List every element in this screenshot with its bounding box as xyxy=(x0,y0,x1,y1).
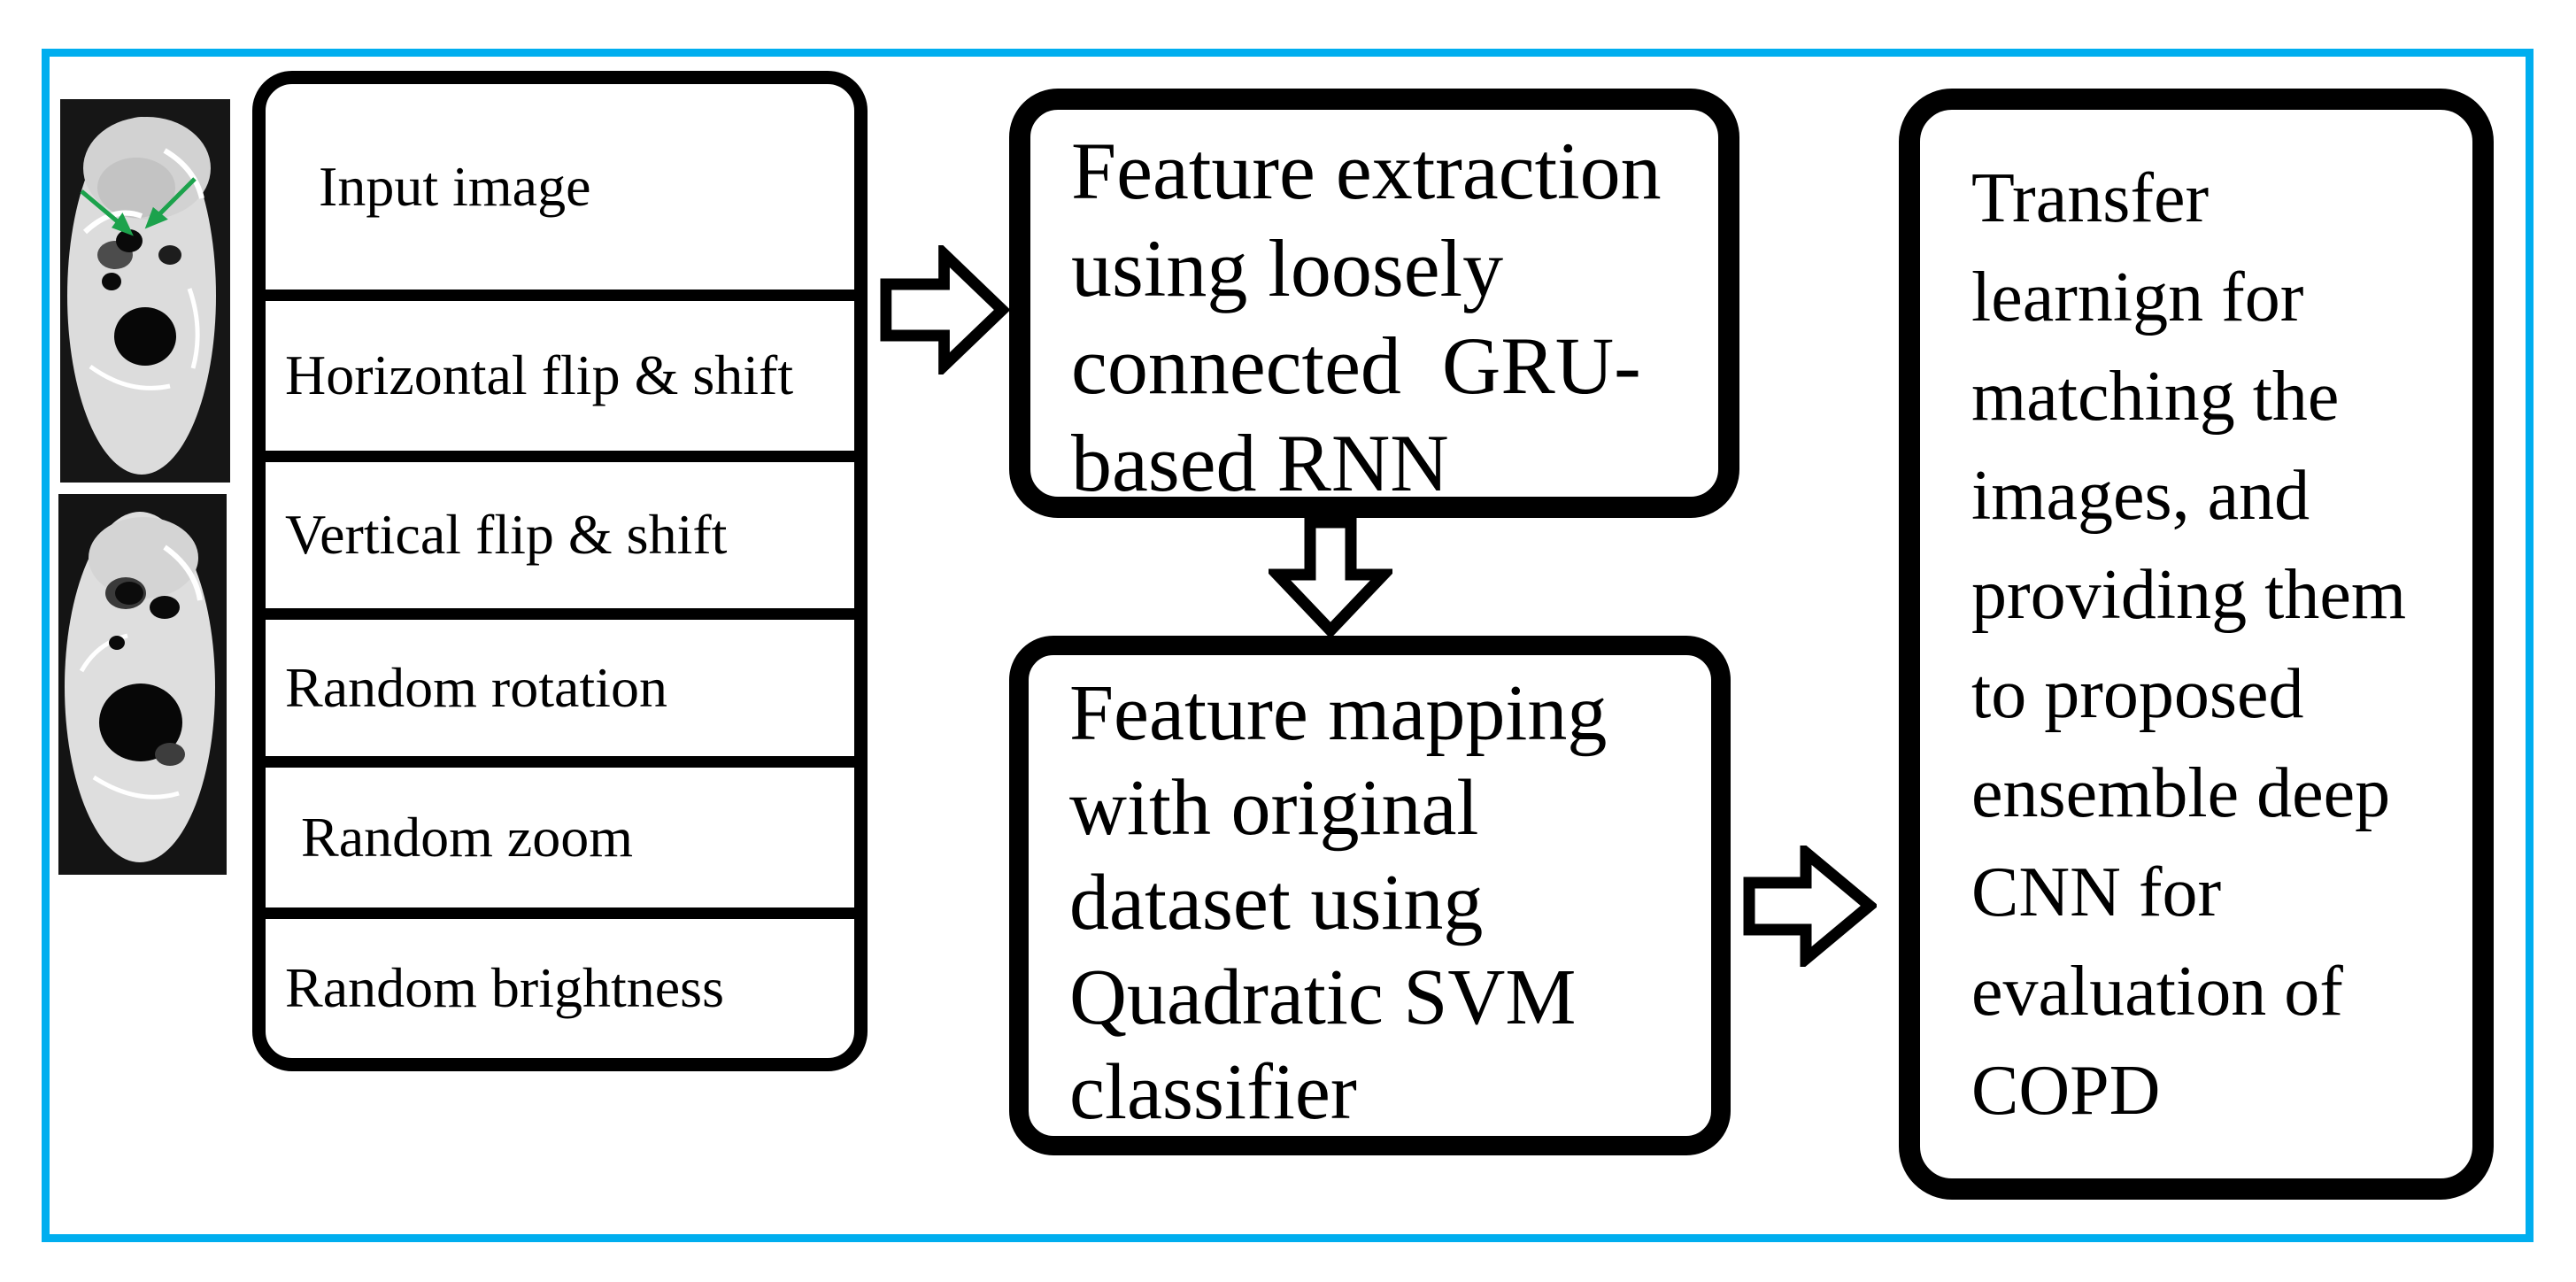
ct-bone-streak xyxy=(92,775,180,799)
aug-row-random-brightness: Random brightness xyxy=(266,907,854,1058)
green-annotation-arrows xyxy=(80,177,197,236)
aug-row-label: Horizontal flip & shift xyxy=(285,344,794,407)
transfer-learning-text: Transfer learnign for matching the image… xyxy=(1971,159,2407,1130)
ct-bone-streak xyxy=(79,633,128,673)
ct-scan-bottom-image xyxy=(58,494,227,875)
aug-row-vertical-flip: Vertical flip & shift xyxy=(266,450,854,608)
aug-row-label: Random brightness xyxy=(285,956,724,1020)
ct-airway xyxy=(116,229,143,252)
aug-row-horizontal-flip: Horizontal flip & shift xyxy=(266,289,854,451)
ct-shoulder-tissue xyxy=(89,517,198,599)
ct-airway xyxy=(102,273,121,290)
ct-airway xyxy=(158,245,181,265)
aug-row-label: Vertical flip & shift xyxy=(285,503,728,567)
feature-mapping-box: Feature mapping with original dataset us… xyxy=(1009,636,1731,1155)
aug-row-random-zoom: Random zoom xyxy=(266,756,854,907)
ct-bone-streak xyxy=(187,288,200,369)
ct-lung-cavity xyxy=(99,683,182,761)
aug-row-label: Input image xyxy=(319,154,591,218)
feature-mapping-text: Feature mapping with original dataset us… xyxy=(1069,669,1608,1136)
feature-extraction-text: Feature extraction using loosely connect… xyxy=(1071,126,1662,508)
aug-row-label: Random rotation xyxy=(285,656,667,720)
ct-bone-streak xyxy=(163,544,203,601)
aug-row-label: Random zoom xyxy=(301,805,634,869)
block-arrow-right-icon xyxy=(880,245,1009,375)
ct-airway xyxy=(150,596,180,619)
ct-bone-streak xyxy=(82,210,143,235)
block-arrow-right2-icon xyxy=(1743,846,1877,967)
feature-extraction-box: Feature extraction using loosely connect… xyxy=(1009,89,1739,518)
aug-row-input-image: Input image xyxy=(266,84,854,290)
ct-scan-top-image xyxy=(60,99,230,483)
ct-lung-cavity xyxy=(114,307,176,366)
augmentation-steps-box: Input image Horizontal flip & shift Vert… xyxy=(252,71,868,1071)
transfer-learning-box: Transfer learnign for matching the image… xyxy=(1899,89,2494,1200)
ct-airway xyxy=(109,636,125,650)
ct-bone-streak xyxy=(89,364,171,390)
block-arrow-down-icon xyxy=(1269,516,1392,637)
ct-lung-mottle xyxy=(155,743,185,766)
ct-soft-tissue xyxy=(97,158,175,218)
ct-bone-streak xyxy=(163,148,204,199)
ct-airway xyxy=(115,582,143,605)
aug-row-random-rotation: Random rotation xyxy=(266,607,854,756)
